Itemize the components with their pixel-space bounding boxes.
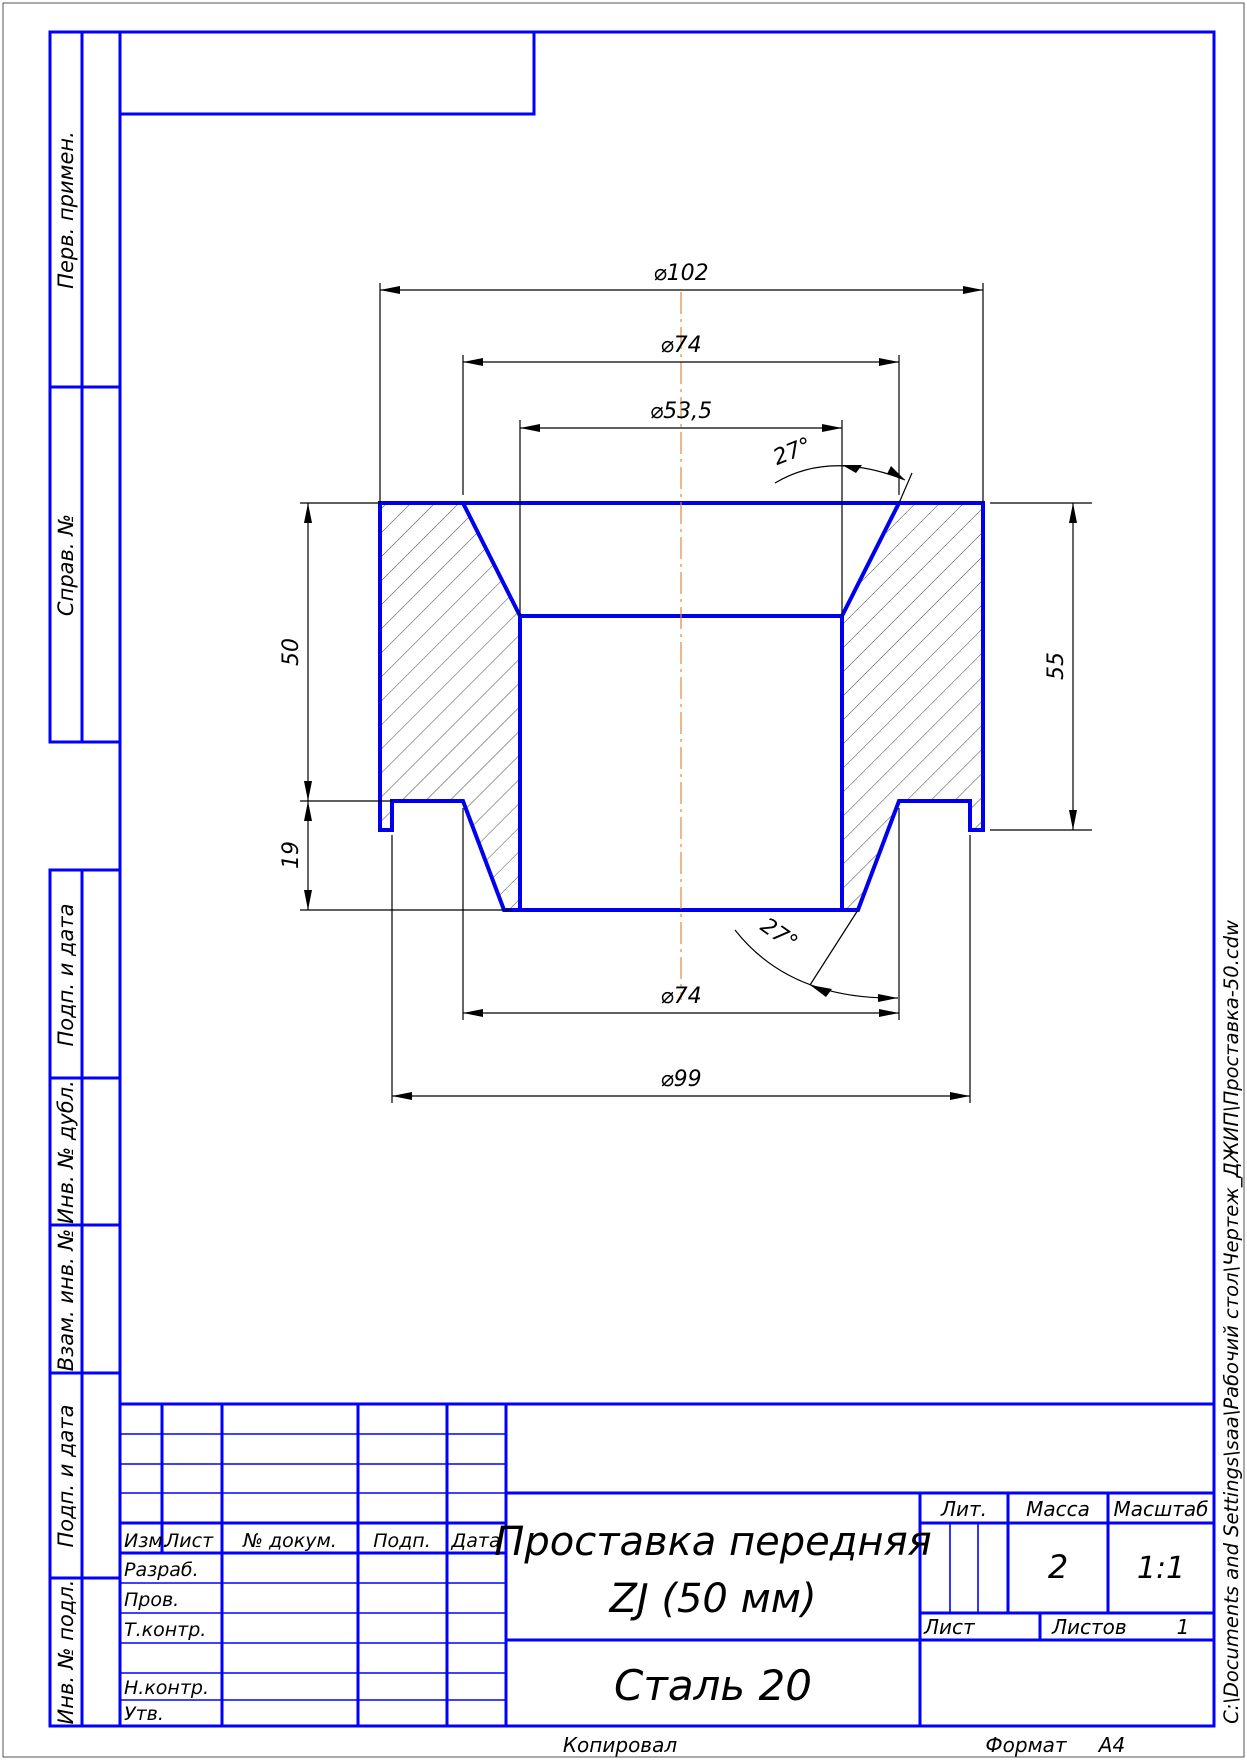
footer-format-value: A4 [1097,1733,1125,1757]
tb-part-name-line1: Проставка передняя [494,1519,931,1565]
dim-text-d74-bottom: ⌀74 [660,984,701,1009]
dim-text-angle-bottom: 27° [756,913,802,956]
tb-header-list: Лист [164,1530,214,1552]
tb-listov-label: Листов [1051,1615,1127,1639]
tb-role-prov: Пров. [124,1589,179,1611]
drawing-frame [118,30,1216,1728]
side-label-podp-i-data-2: Подп. и дата [54,1404,78,1547]
part-section-view [378,292,985,1000]
tb-lit-label: Лит. [940,1497,987,1521]
footer-format-label: Формат [985,1733,1067,1757]
side-label-podp-i-data-1: Подп. и дата [54,903,78,1046]
dim-text-h19: 19 [279,841,304,869]
side-labels: Перв. примен. Справ. № Подп. и дата Инв.… [54,131,78,1724]
part-outline-left [378,501,520,912]
tb-masshtab-value: 1:1 [1137,1551,1185,1586]
tb-list-label: Лист [923,1615,976,1639]
side-label-inv-no-dubl: Инв. № дубл. [54,1080,78,1224]
tb-masshtab-label: Масштаб [1113,1497,1208,1521]
dim-text-angle-top: 27° [770,433,816,471]
file-path: C:\Documents and Settings\saa\Рабочий ст… [1220,920,1243,1724]
tb-header-podp: Подп. [373,1530,431,1552]
dimensions: ⌀102 ⌀74 ⌀53,5 ⌀74 ⌀99 50 19 55 27° 27° [279,261,1092,1103]
dim-text-d74-top: ⌀74 [660,333,701,358]
tb-header-izm: Изм. [124,1530,169,1552]
side-label-vzam-inv-no: Взам. инв. № [54,1229,78,1372]
tb-part-name-line2: ZJ (50 мм) [608,1576,816,1622]
title-block: Изм. Лист № докум. Подп. Дата Разраб. Пр… [120,1402,1214,1726]
tb-massa-label: Масса [1026,1497,1090,1521]
tb-header-n-dokum: № докум. [242,1530,337,1552]
tb-massa-value: 2 [1048,1548,1068,1586]
dim-text-h50: 50 [279,638,304,666]
tb-role-utv: Утв. [124,1703,164,1725]
dim-arc-angle-top [774,465,906,484]
side-label-perv-primen: Перв. примен. [54,131,78,289]
tb-material: Сталь 20 [614,1661,812,1710]
side-label-inv-no-podl: Инв. № подл. [54,1580,78,1725]
hatch-left [380,503,520,910]
tb-header-data: Дата [450,1530,500,1552]
dim-arc-angle-bottom [734,929,899,999]
part-outline-right [842,501,985,912]
dim-text-d99: ⌀99 [660,1067,701,1092]
dim-text-d53-5: ⌀53,5 [650,399,712,424]
footer: Копировал Формат A4 [563,1733,1125,1757]
tb-role-tkontr: Т.контр. [124,1619,206,1641]
tb-listov-value: 1 [1177,1615,1190,1639]
tb-role-razrab: Разраб. [124,1559,199,1581]
dim-text-h55: 55 [1044,652,1069,680]
side-label-sprav-no: Справ. № [54,514,78,616]
hatch-right [842,503,983,910]
dim-text-d102: ⌀102 [653,261,708,286]
tb-role-nkontr: Н.контр. [124,1677,209,1699]
footer-kopiroval: Копировал [563,1733,677,1757]
left-side-columns [48,30,122,1728]
